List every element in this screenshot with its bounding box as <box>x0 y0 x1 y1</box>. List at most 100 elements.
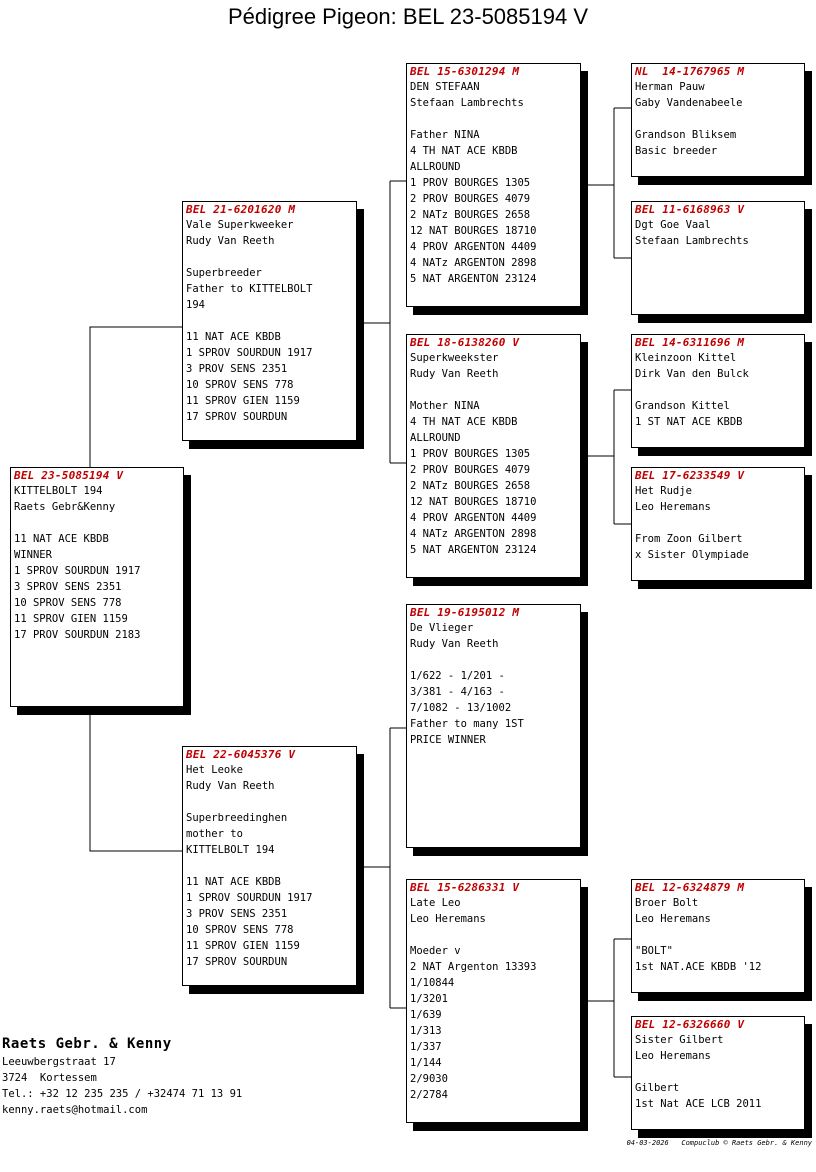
card-line: 1/622 - 1/201 - <box>410 670 505 682</box>
card-line: ALLROUND <box>410 432 461 444</box>
ring-number: BEL 21-6201620 M <box>186 203 296 216</box>
card-line: 2 NATz BOURGES 2658 <box>410 209 531 221</box>
card-line: WINNER <box>14 549 52 561</box>
ring-number: BEL 14-6311696 M <box>635 336 745 349</box>
ring-number: BEL 17-6233549 V <box>635 469 745 482</box>
card-line: Stefaan Lambrechts <box>635 235 749 247</box>
card-line: 3 PROV SENS 2351 <box>186 908 288 920</box>
card-line: 1st Nat ACE LCB 2011 <box>635 1098 762 1110</box>
card-line: Leo Heremans <box>635 913 711 925</box>
card-line <box>635 382 801 398</box>
card-line: Raets Gebr&Kenny <box>14 501 116 513</box>
card-line: 11 NAT ACE KBDB <box>14 533 109 545</box>
card-line: Grandson Kittel <box>635 400 730 412</box>
card-line: 7/1082 - 13/1002 <box>410 702 512 714</box>
card-line: 1/144 <box>410 1057 442 1069</box>
footer-credit: 04-03-2026 Compuclub © Raets Gebr. & Ken… <box>626 1139 812 1147</box>
owner-info: Raets Gebr. & Kenny Leeuwbergstraat 17 3… <box>2 1034 242 1118</box>
ring-number: BEL 12-6324879 M <box>635 881 745 894</box>
owner-address-city: 3724 Kortessem <box>2 1072 97 1084</box>
card-line: Rudy Van Reeth <box>186 235 275 247</box>
card-line: DEN STEFAAN <box>410 81 480 93</box>
ring-number: NL 14-1767965 M <box>635 65 745 78</box>
card-line: 10 SPROV SENS 778 <box>186 924 294 936</box>
ring-number: BEL 15-6301294 M <box>410 65 520 78</box>
card-line: 1/639 <box>410 1009 442 1021</box>
card-line: 11 SPROV GIEN 1159 <box>186 395 300 407</box>
card-line <box>186 858 353 874</box>
card-line: 1 SPROV SOURDUN 1917 <box>14 565 141 577</box>
card-line <box>410 111 577 127</box>
card-line: 1 PROV BOURGES 1305 <box>410 177 531 189</box>
card-line: PRICE WINNER <box>410 734 486 746</box>
card-line: 1 PROV BOURGES 1305 <box>410 448 531 460</box>
card-line: 2 NAT Argenton 13393 <box>410 961 537 973</box>
card-line: 12 NAT BOURGES 18710 <box>410 496 537 508</box>
card-line: 1st NAT.ACE KBDB '12 <box>635 961 762 973</box>
card-line: Gilbert <box>635 1082 680 1094</box>
ring-number: BEL 22-6045376 V <box>186 748 296 761</box>
card-line: 2 NATz BOURGES 2658 <box>410 480 531 492</box>
card-line <box>14 515 180 531</box>
card-line: 1 SPROV SOURDUN 1917 <box>186 892 313 904</box>
card-line: Father to many 1ST <box>410 718 524 730</box>
card-line: Rudy Van Reeth <box>186 780 275 792</box>
ring-number: BEL 12-6326660 V <box>635 1018 745 1031</box>
card-line: Kleinzoon Kittel <box>635 352 737 364</box>
owner-name: Raets Gebr. & Kenny <box>2 1036 172 1052</box>
card-line: 1 SPROV SOURDUN 1917 <box>186 347 313 359</box>
card-line: 1/3201 <box>410 993 448 1005</box>
card-line: 1 ST NAT ACE KBDB <box>635 416 743 428</box>
card-line: 12 NAT BOURGES 18710 <box>410 225 537 237</box>
card-line: Broer Bolt <box>635 897 699 909</box>
card-line: Father to KITTELBOLT <box>186 283 313 295</box>
card-line: 1/10844 <box>410 977 455 989</box>
card-line: 17 SPROV SOURDUN <box>186 956 288 968</box>
card-line: 1/313 <box>410 1025 442 1037</box>
card-line <box>635 927 801 943</box>
card-line: Leo Heremans <box>635 501 711 513</box>
card-line: Moeder v <box>410 945 461 957</box>
page-title: Pédigree Pigeon: BEL 23-5085194 V <box>227 4 588 29</box>
card-line: 4 PROV ARGENTON 4409 <box>410 512 537 524</box>
card-line: Late Leo <box>410 897 461 909</box>
card-line: Sister Gilbert <box>635 1034 724 1046</box>
card-line <box>635 111 801 127</box>
card-line: Father NINA <box>410 129 480 141</box>
ring-number: BEL 23-5085194 V <box>14 469 124 482</box>
card-line <box>635 515 801 531</box>
card-line: 4 NATz ARGENTON 2898 <box>410 528 537 540</box>
card-line <box>410 382 577 398</box>
card-line: Gaby Vandenabeele <box>635 97 743 109</box>
card-line: 3 PROV SENS 2351 <box>186 363 288 375</box>
card-line: 4 TH NAT ACE KBDB <box>410 145 518 157</box>
card-line: 5 NAT ARGENTON 23124 <box>410 273 537 285</box>
card-line: x Sister Olympiade <box>635 549 749 561</box>
card-line: From Zoon Gilbert <box>635 533 743 545</box>
card-line: 194 <box>186 299 205 311</box>
card-line: 11 NAT ACE KBDB <box>186 876 281 888</box>
card-line: 11 SPROV GIEN 1159 <box>14 613 128 625</box>
owner-phone: Tel.: +32 12 235 235 / +32474 71 13 91 <box>2 1088 243 1100</box>
card-line: ALLROUND <box>410 161 461 173</box>
card-line: Stefaan Lambrechts <box>410 97 524 109</box>
card-line: 10 SPROV SENS 778 <box>14 597 122 609</box>
card-line: 4 PROV ARGENTON 4409 <box>410 241 537 253</box>
